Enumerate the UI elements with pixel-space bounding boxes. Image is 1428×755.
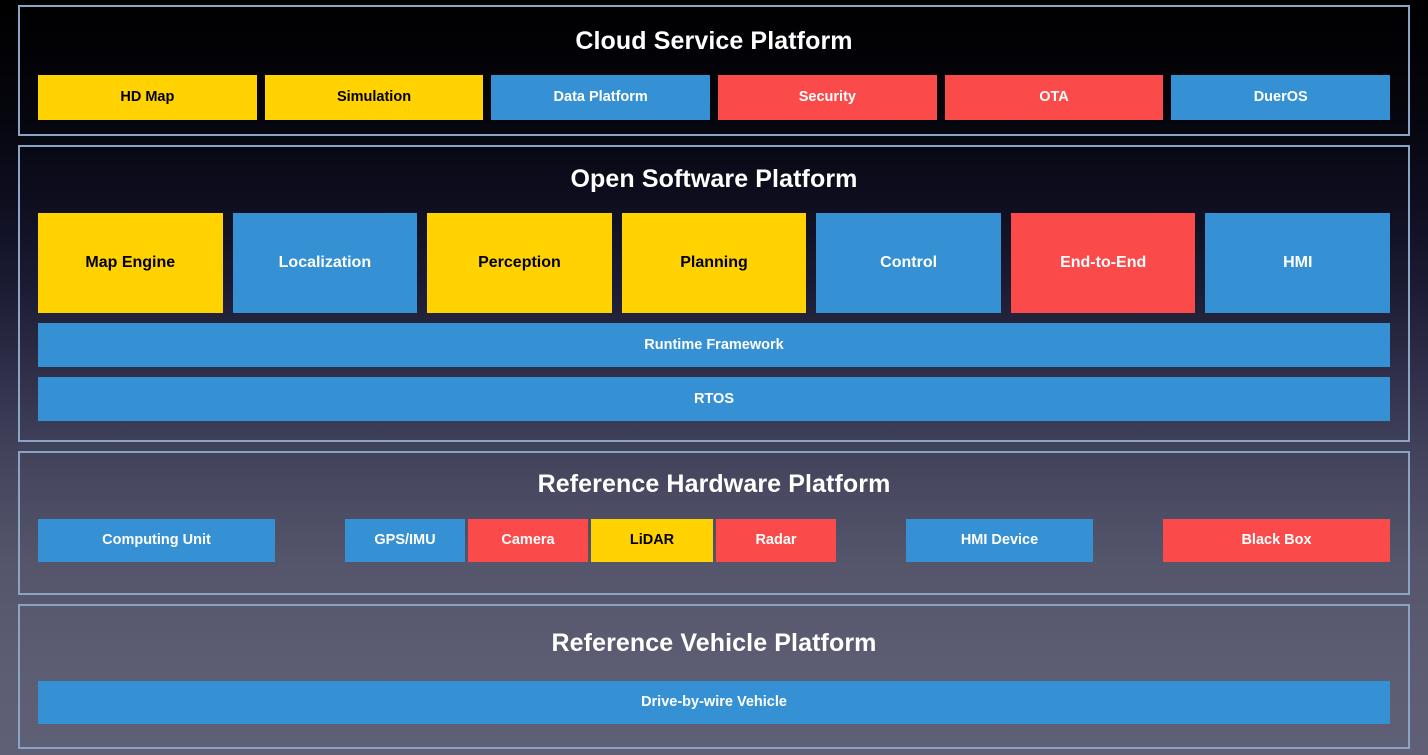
block-black-box[interactable]: Black Box: [1163, 519, 1390, 562]
bar-runtime-framework[interactable]: Runtime Framework: [38, 323, 1390, 367]
block-end-to-end[interactable]: End-to-End: [1010, 213, 1196, 313]
block-hmi[interactable]: HMI: [1205, 213, 1391, 313]
block-map-engine[interactable]: Map Engine: [38, 213, 223, 313]
block-ota[interactable]: OTA: [944, 75, 1164, 120]
block-hmi-device[interactable]: HMI Device: [906, 519, 1093, 562]
block-computing-unit[interactable]: Computing Unit: [38, 519, 275, 562]
block-security[interactable]: Security: [718, 75, 937, 120]
sensor-group: GPS/IMU Camera LiDAR Radar: [345, 519, 836, 562]
block-localization[interactable]: Localization: [232, 213, 418, 313]
block-dueros[interactable]: DuerOS: [1171, 75, 1391, 120]
layer-title-reference-hardware-platform: Reference Hardware Platform: [537, 470, 891, 498]
hardware-block-row: Computing Unit GPS/IMU Camera LiDAR Rada…: [38, 519, 1390, 562]
cloud-block-row: HD Map Simulation Data Platform Security…: [38, 75, 1391, 120]
bar-rtos[interactable]: RTOS: [38, 377, 1390, 421]
block-camera[interactable]: Camera: [468, 519, 588, 562]
bar-drive-by-wire-vehicle[interactable]: Drive-by-wire Vehicle: [38, 681, 1390, 724]
block-data-platform[interactable]: Data Platform: [491, 75, 711, 120]
layer-title-cloud-service-platform: Cloud Service Platform: [575, 27, 853, 55]
block-simulation[interactable]: Simulation: [264, 75, 484, 120]
layer-title-open-software-platform: Open Software Platform: [570, 165, 858, 193]
layer-cloud-service-platform: Cloud Service Platform HD Map Simulation…: [18, 5, 1410, 136]
block-radar[interactable]: Radar: [716, 519, 836, 562]
layer-open-software-platform: Open Software Platform Map Engine Locali…: [18, 145, 1410, 442]
block-control[interactable]: Control: [816, 213, 1001, 313]
layer-title-reference-vehicle-platform: Reference Vehicle Platform: [551, 629, 877, 657]
block-hd-map[interactable]: HD Map: [38, 75, 257, 120]
block-gps-imu[interactable]: GPS/IMU: [345, 519, 465, 562]
architecture-diagram: Cloud Service Platform HD Map Simulation…: [18, 5, 1410, 750]
layer-reference-hardware-platform: Reference Hardware Platform Computing Un…: [18, 451, 1410, 595]
block-lidar[interactable]: LiDAR: [591, 519, 713, 562]
block-planning[interactable]: Planning: [621, 213, 807, 313]
layer-reference-vehicle-platform: Reference Vehicle Platform Drive-by-wire…: [18, 604, 1410, 749]
block-perception[interactable]: Perception: [427, 213, 612, 313]
software-module-row: Map Engine Localization Perception Plann…: [38, 213, 1391, 313]
